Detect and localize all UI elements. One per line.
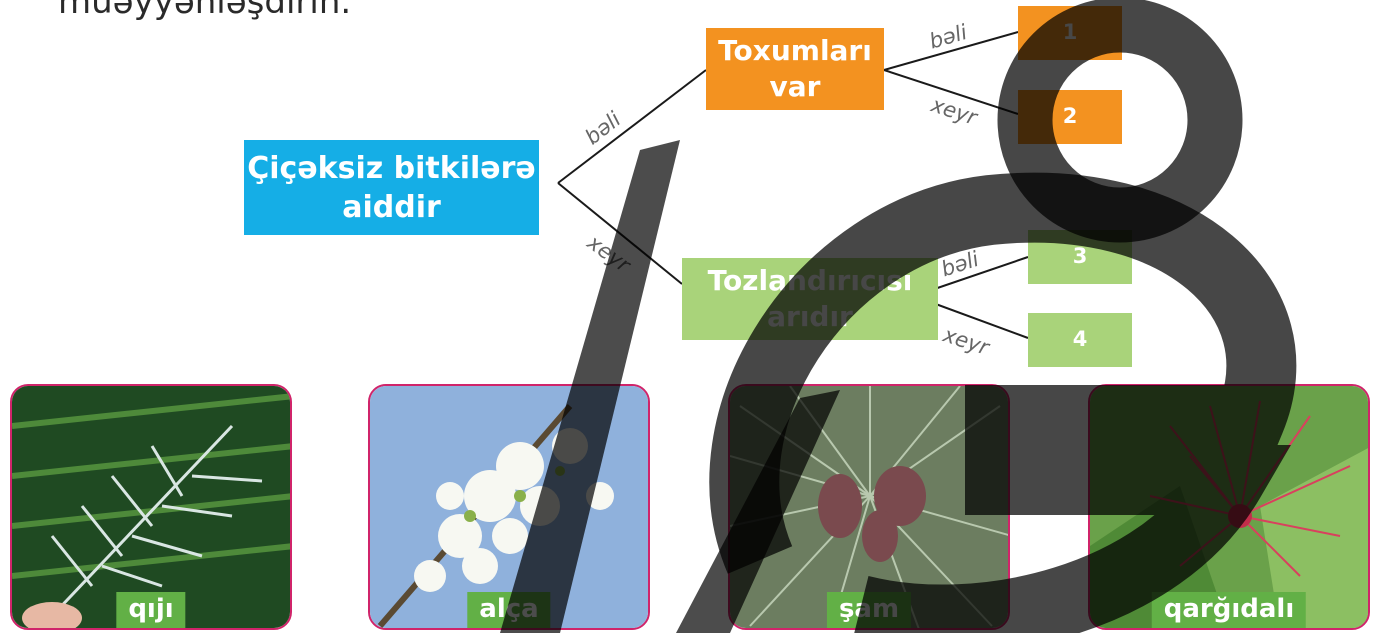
plant-card-flower: qarğıdalı	[1088, 384, 1370, 630]
root-node-line1: Çiçəksiz bitkilərə	[247, 150, 536, 186]
plant-card-fern: qıjı	[10, 384, 292, 630]
plant-caption: qıjı	[116, 592, 186, 628]
leaf-1: 1	[1018, 6, 1122, 60]
pollinator-node-line1: Tozlandırıcısı	[707, 263, 913, 297]
edge-seeds-no	[883, 69, 1019, 115]
plant-caption: alça	[467, 592, 551, 628]
seeds-node: Toxumları var	[706, 28, 884, 110]
plant-card-pine: şam	[728, 384, 1010, 630]
pollinator-node-line2: arıdır	[767, 300, 853, 333]
plant-card-blossom: alça	[368, 384, 650, 630]
root-node-line2: aiddir	[342, 189, 441, 225]
leaf-4: 4	[1028, 313, 1132, 367]
leaf-2: 2	[1018, 90, 1122, 144]
seeds-node-line2: var	[769, 70, 821, 103]
plant-caption: qarğıdalı	[1151, 592, 1307, 628]
seeds-node-line1: Toxumları	[718, 33, 872, 67]
fern-photo	[12, 386, 290, 628]
leaf-3: 3	[1028, 230, 1132, 284]
edge-root-yes	[557, 69, 707, 184]
root-node: Çiçəksiz bitkilərə aiddir	[244, 140, 539, 235]
instruction-text: müəyyənləşdirin.	[58, 0, 352, 22]
pollinator-node: Tozlandırıcısı arıdır	[682, 258, 938, 340]
plant-caption: şam	[826, 592, 912, 628]
edge-seeds-yes	[883, 31, 1019, 71]
